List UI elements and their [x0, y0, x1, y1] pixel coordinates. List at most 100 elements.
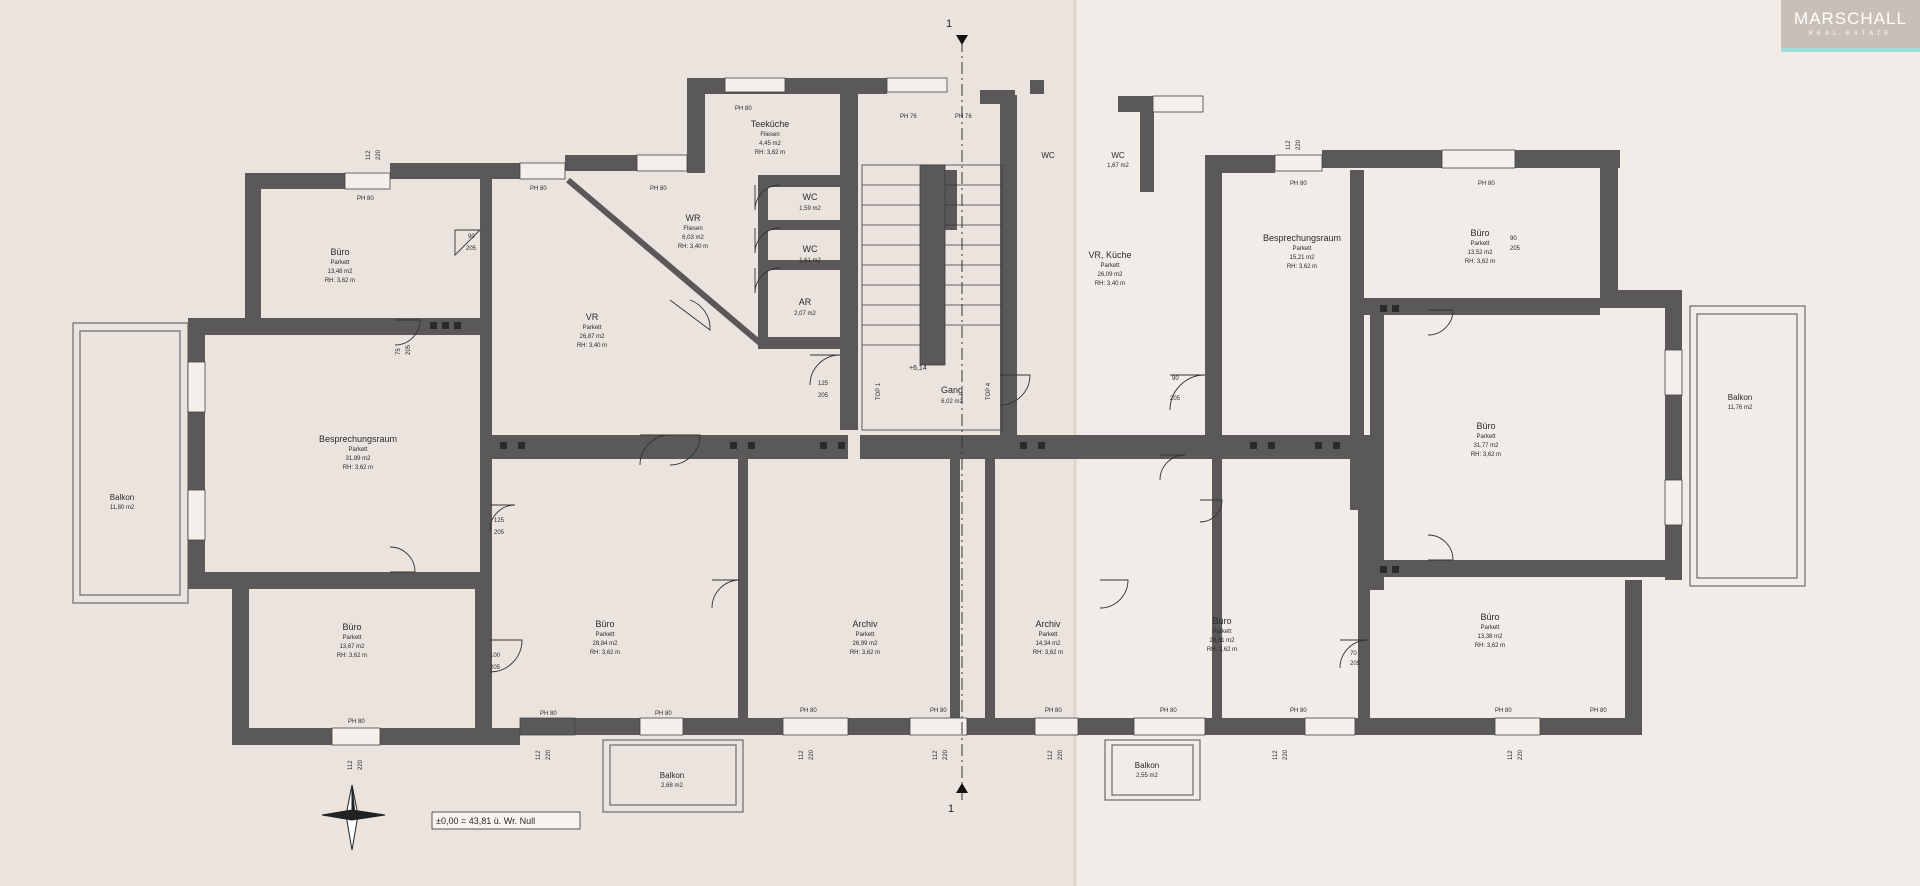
- svg-text:205: 205: [1170, 396, 1181, 402]
- svg-text:28,81 m2: 28,81 m2: [1209, 638, 1235, 644]
- svg-text:WC: WC: [803, 192, 818, 202]
- elevation-note: ±0,00 = 43,81 ü. Wr. Null: [436, 816, 535, 826]
- svg-text:31,89 m2: 31,89 m2: [345, 456, 371, 462]
- svg-text:2,68 m2: 2,68 m2: [661, 783, 683, 789]
- svg-text:PH 76: PH 76: [955, 114, 972, 120]
- svg-text:15,21 m2: 15,21 m2: [1289, 255, 1315, 261]
- room-buero-s1: Büro Parkett 28,84 m2 RH: 3,62 m: [590, 619, 620, 656]
- stair-level: +6,14: [909, 365, 927, 372]
- svg-text:205: 205: [1350, 661, 1361, 667]
- top1-label: TOP 1: [876, 382, 882, 400]
- svg-text:Büro: Büro: [342, 622, 361, 632]
- svg-text:205: 205: [490, 665, 501, 671]
- svg-text:1,67 m2: 1,67 m2: [1107, 163, 1129, 169]
- svg-text:RH: 3,62 m: RH: 3,62 m: [1471, 452, 1501, 458]
- svg-text:RH: 3,40 m: RH: 3,40 m: [577, 343, 607, 349]
- room-vr-w: VR Parkett 26,87 m2 RH: 3,40 m: [577, 312, 607, 349]
- svg-text:WC: WC: [1111, 151, 1125, 160]
- svg-text:WC: WC: [1041, 151, 1055, 160]
- svg-text:RH: 3,62 m: RH: 3,62 m: [343, 465, 373, 471]
- svg-text:100: 100: [490, 653, 501, 659]
- svg-text:2,55 m2: 2,55 m2: [1136, 773, 1158, 779]
- svg-text:WC: WC: [803, 244, 818, 254]
- room-archiv-2: Archiv Parkett 14,34 m2 RH: 3,62 m: [1033, 619, 1063, 656]
- svg-text:4,45 m2: 4,45 m2: [759, 141, 781, 147]
- room-wc-1: WC 1,59 m2: [799, 192, 821, 212]
- svg-text:26,87 m2: 26,87 m2: [579, 334, 605, 340]
- elevation-note-box: [431, 811, 581, 830]
- svg-text:Parkett: Parkett: [1292, 246, 1311, 252]
- room-buero-ne: Büro Parkett 13,52 m2 RH: 3,62 m: [1465, 228, 1495, 265]
- svg-text:PH 80: PH 80: [1290, 708, 1307, 714]
- svg-text:PH 80: PH 80: [1590, 708, 1607, 714]
- svg-text:220: 220: [1058, 749, 1064, 760]
- svg-text:Parkett: Parkett: [582, 325, 601, 331]
- svg-text:13,67 m2: 13,67 m2: [339, 644, 365, 650]
- room-balkon-s2: Balkon 2,55 m2: [1135, 761, 1159, 779]
- svg-text:RH: 3,62 m: RH: 3,62 m: [850, 650, 880, 656]
- svg-text:205: 205: [466, 246, 477, 252]
- svg-text:RH: 3,62 m: RH: 3,62 m: [325, 278, 355, 284]
- svg-text:VR, Küche: VR, Küche: [1088, 250, 1131, 260]
- svg-text:RH: 3,62 m: RH: 3,62 m: [1033, 650, 1063, 656]
- svg-text:PH 80: PH 80: [1160, 708, 1177, 714]
- room-wc-2: WC 1,61 m2: [799, 244, 821, 264]
- brand-accent-bar: [1781, 48, 1920, 52]
- svg-text:205: 205: [818, 393, 829, 399]
- svg-text:RH: 3,40 m: RH: 3,40 m: [678, 244, 708, 250]
- svg-text:RH: 3,40 m: RH: 3,40 m: [1095, 281, 1125, 287]
- room-balkon-e: Balkon 11,76 m2: [1728, 393, 1753, 411]
- svg-text:Besprechungsraum: Besprechungsraum: [1263, 233, 1341, 243]
- svg-text:PH 80: PH 80: [650, 186, 667, 192]
- svg-text:Fliesen: Fliesen: [760, 132, 779, 138]
- staircase: [861, 164, 1003, 431]
- brand-logo: MARSCHALL REAL ESTATE: [1781, 0, 1920, 52]
- svg-text:Parkett: Parkett: [342, 635, 361, 641]
- svg-text:Balkon: Balkon: [1135, 761, 1159, 770]
- svg-text:220: 220: [358, 759, 364, 770]
- svg-text:Parkett: Parkett: [1480, 625, 1499, 631]
- svg-text:RH: 3,62 m: RH: 3,62 m: [1207, 647, 1237, 653]
- svg-text:90: 90: [468, 234, 475, 240]
- svg-text:Balkon: Balkon: [110, 493, 134, 502]
- section-marker-top: 1: [946, 18, 952, 30]
- svg-text:AR: AR: [799, 297, 812, 307]
- svg-text:13,48 m2: 13,48 m2: [327, 269, 353, 275]
- room-buero-sw: Büro Parkett 13,67 m2 RH: 3,62 m: [337, 622, 367, 659]
- room-buero-e: Büro Parkett 31,77 m2 RH: 3,62 m: [1471, 421, 1501, 458]
- svg-text:PH 80: PH 80: [540, 711, 557, 717]
- room-buero-nw: Büro Parkett 13,48 m2 RH: 3,62 m: [325, 247, 355, 284]
- svg-text:Büro: Büro: [1212, 616, 1231, 626]
- windows: [187, 77, 1683, 746]
- svg-text:75: 75: [396, 348, 402, 355]
- svg-text:Parkett: Parkett: [330, 260, 349, 266]
- svg-text:Archiv: Archiv: [852, 619, 878, 629]
- svg-text:Parkett: Parkett: [1470, 241, 1489, 247]
- svg-text:1,61 m2: 1,61 m2: [799, 258, 821, 264]
- svg-text:220: 220: [1518, 749, 1524, 760]
- svg-text:11,76 m2: 11,76 m2: [1728, 405, 1753, 411]
- svg-text:Büro: Büro: [1480, 612, 1499, 622]
- svg-text:Gang: Gang: [941, 385, 963, 395]
- room-besprechung-e: Besprechungsraum Parkett 15,21 m2 RH: 3,…: [1263, 233, 1341, 270]
- svg-text:Parkett: Parkett: [595, 632, 614, 638]
- svg-text:112: 112: [366, 150, 372, 160]
- svg-text:Teeküche: Teeküche: [751, 119, 790, 129]
- svg-text:26,09 m2: 26,09 m2: [1097, 272, 1123, 278]
- svg-text:112: 112: [933, 750, 939, 760]
- svg-text:125: 125: [818, 381, 829, 387]
- window-dimension-labels: 112 220 112 220 112 220 112 220 112 220 …: [348, 139, 1524, 770]
- svg-text:90: 90: [1172, 376, 1179, 382]
- svg-text:220: 220: [546, 749, 552, 760]
- svg-text:Parkett: Parkett: [1038, 632, 1057, 638]
- svg-text:PH 80: PH 80: [800, 708, 817, 714]
- svg-text:220: 220: [943, 749, 949, 760]
- svg-text:PH 80: PH 80: [530, 186, 547, 192]
- svg-text:112: 112: [536, 750, 542, 760]
- svg-text:Büro: Büro: [330, 247, 349, 257]
- svg-text:Parkett: Parkett: [855, 632, 874, 638]
- door-labels: 90 205 90 205 75 205 70 205 125 205 125 …: [396, 234, 1521, 671]
- svg-text:VR: VR: [586, 312, 599, 322]
- svg-text:220: 220: [1283, 749, 1289, 760]
